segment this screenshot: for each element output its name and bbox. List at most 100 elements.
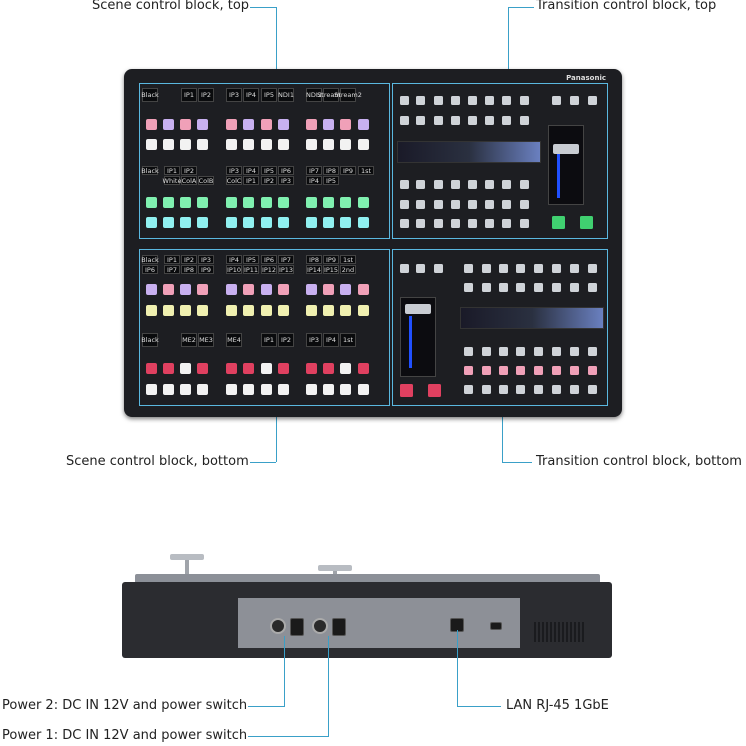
trans-top-auto[interactable] — [580, 216, 593, 229]
trans-top-btn-12[interactable] — [416, 116, 425, 125]
scene-bottom-btn-b-10[interactable] — [340, 305, 351, 316]
scene-bottom-btn-a-5[interactable] — [243, 284, 254, 295]
scene-bottom-btn-b-6[interactable] — [261, 305, 272, 316]
trans-bottom-btn-48[interactable] — [499, 264, 508, 273]
scene-bottom-btn-b-9[interactable] — [323, 305, 334, 316]
trans-top-btn-22[interactable] — [451, 180, 460, 189]
scene-top-btn-d-11[interactable] — [358, 217, 369, 228]
scene-top-btn-c-9[interactable] — [323, 197, 334, 208]
trans-bottom-btn-83[interactable] — [552, 385, 561, 394]
trans-bottom-btn-63[interactable] — [482, 347, 491, 356]
trans-bottom-btn-82[interactable] — [534, 385, 543, 394]
scene-top-btn-c-7[interactable] — [278, 197, 289, 208]
trans-top-key-8[interactable] — [552, 96, 561, 105]
trans-bottom-btn-51[interactable] — [552, 264, 561, 273]
trans-top-btn-23[interactable] — [468, 180, 477, 189]
scene-top-btn-c-4[interactable] — [226, 197, 237, 208]
trans-bottom-btn-49[interactable] — [516, 264, 525, 273]
scene-top-btn-d-3[interactable] — [197, 217, 208, 228]
scene-bottom-btn-a-2[interactable] — [180, 284, 191, 295]
trans-bottom-btn-54[interactable] — [464, 283, 473, 292]
trans-bottom-btn-52[interactable] — [570, 264, 579, 273]
scene-bottom-btn-b-2[interactable] — [180, 305, 191, 316]
scene-top-btn-a-9[interactable] — [323, 119, 334, 130]
power-2-dc-in-jack[interactable] — [270, 618, 286, 634]
trans-top-btn-33[interactable] — [502, 200, 511, 209]
trans-top-btn-4[interactable] — [468, 96, 477, 105]
scene-bottom-btn-c-9[interactable] — [323, 363, 334, 374]
scene-top-btn-b-8[interactable] — [306, 139, 317, 150]
trans-top-btn-37[interactable] — [434, 219, 443, 228]
trans-top-btn-29[interactable] — [434, 200, 443, 209]
trans-top-key-10[interactable] — [588, 96, 597, 105]
scene-top-btn-c-3[interactable] — [197, 197, 208, 208]
trans-top-btn-25[interactable] — [502, 180, 511, 189]
scene-bottom-btn-c-6[interactable] — [261, 363, 272, 374]
scene-bottom-btn-b-3[interactable] — [197, 305, 208, 316]
scene-top-btn-c-8[interactable] — [306, 197, 317, 208]
scene-bottom-btn-d-1[interactable] — [163, 384, 174, 395]
trans-bottom-btn-72[interactable] — [499, 366, 508, 375]
usb-port[interactable] — [490, 622, 502, 630]
trans-bottom-btn-47[interactable] — [482, 264, 491, 273]
trans-bottom-btn-78[interactable] — [464, 385, 473, 394]
trans-bottom-btn-60[interactable] — [570, 283, 579, 292]
scene-top-btn-b-3[interactable] — [197, 139, 208, 150]
trans-top-btn-2[interactable] — [434, 96, 443, 105]
scene-top-btn-d-8[interactable] — [306, 217, 317, 228]
scene-bottom-btn-b-0[interactable] — [146, 305, 157, 316]
trans-top-btn-26[interactable] — [520, 180, 529, 189]
scene-top-btn-b-6[interactable] — [261, 139, 272, 150]
scene-bottom-btn-a-1[interactable] — [163, 284, 174, 295]
trans-top-btn-0[interactable] — [400, 96, 409, 105]
scene-top-btn-c-5[interactable] — [243, 197, 254, 208]
scene-bottom-btn-c-10[interactable] — [340, 363, 351, 374]
power-1-dc-in-jack[interactable] — [312, 618, 328, 634]
trans-top-btn-14[interactable] — [451, 116, 460, 125]
power-2-switch[interactable] — [290, 618, 304, 636]
trans-bottom-btn-85[interactable] — [588, 385, 597, 394]
trans-bottom-btn-44[interactable] — [416, 264, 425, 273]
scene-bottom-btn-c-2[interactable] — [180, 363, 191, 374]
trans-bottom-btn-56[interactable] — [499, 283, 508, 292]
scene-bottom-btn-a-0[interactable] — [146, 284, 157, 295]
trans-top-btn-36[interactable] — [416, 219, 425, 228]
scene-top-btn-a-1[interactable] — [163, 119, 174, 130]
trans-top-btn-15[interactable] — [468, 116, 477, 125]
trans-top-btn-38[interactable] — [451, 219, 460, 228]
scene-bottom-btn-a-6[interactable] — [261, 284, 272, 295]
trans-bottom-btn-73[interactable] — [516, 366, 525, 375]
scene-bottom-btn-d-11[interactable] — [358, 384, 369, 395]
transition-top-fader[interactable] — [548, 125, 584, 205]
trans-bottom-btn-55[interactable] — [482, 283, 491, 292]
trans-bottom-btn-74[interactable] — [534, 366, 543, 375]
scene-bottom-btn-a-9[interactable] — [323, 284, 334, 295]
scene-top-btn-a-4[interactable] — [226, 119, 237, 130]
scene-bottom-btn-d-2[interactable] — [180, 384, 191, 395]
scene-bottom-btn-d-5[interactable] — [243, 384, 254, 395]
trans-top-btn-24[interactable] — [485, 180, 494, 189]
scene-top-btn-d-0[interactable] — [146, 217, 157, 228]
trans-top-btn-11[interactable] — [400, 116, 409, 125]
trans-top-btn-16[interactable] — [485, 116, 494, 125]
trans-top-btn-19[interactable] — [400, 180, 409, 189]
scene-top-btn-a-11[interactable] — [358, 119, 369, 130]
fader-top-handle[interactable] — [553, 144, 579, 154]
transition-bottom-fader[interactable] — [400, 297, 436, 377]
trans-top-btn-21[interactable] — [434, 180, 443, 189]
scene-bottom-btn-c-11[interactable] — [358, 363, 369, 374]
trans-bottom-btn-66[interactable] — [534, 347, 543, 356]
scene-top-btn-c-2[interactable] — [180, 197, 191, 208]
trans-bottom-btn-70[interactable] — [464, 366, 473, 375]
trans-bottom-btn-68[interactable] — [570, 347, 579, 356]
scene-bottom-btn-d-0[interactable] — [146, 384, 157, 395]
trans-top-btn-32[interactable] — [485, 200, 494, 209]
trans-top-btn-35[interactable] — [400, 219, 409, 228]
scene-bottom-btn-c-8[interactable] — [306, 363, 317, 374]
scene-top-btn-a-8[interactable] — [306, 119, 317, 130]
trans-top-btn-42[interactable] — [520, 219, 529, 228]
trans-bottom-btn-57[interactable] — [516, 283, 525, 292]
trans-top-btn-34[interactable] — [520, 200, 529, 209]
trans-top-btn-40[interactable] — [485, 219, 494, 228]
trans-bottom-btn-43[interactable] — [400, 264, 409, 273]
